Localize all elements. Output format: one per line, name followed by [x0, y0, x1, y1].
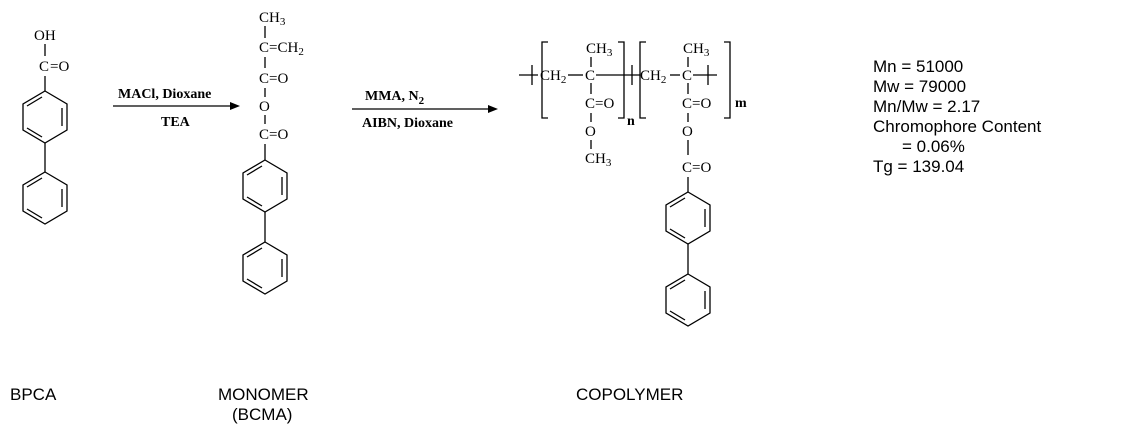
monomer-carbonyl-1: C=O	[259, 71, 288, 87]
label-monomer-abbrev: (BCMA)	[232, 405, 292, 424]
bpca-carbonyl-c: C	[39, 59, 49, 75]
label-monomer: MONOMER	[218, 385, 309, 404]
reaction1-reagents-below: TEA	[161, 115, 191, 130]
property-mn: Mn = 51000	[873, 57, 963, 76]
reaction1-reagents-above: MACl, Dioxane	[118, 87, 211, 102]
bpca-ring-1	[22, 90, 68, 144]
copolymer-methyl-n: CH3	[586, 41, 613, 59]
reaction-arrow-1: MACl, Dioxane TEA	[113, 87, 240, 130]
copolymer-carbonyl-n: C=O	[585, 96, 614, 112]
copolymer-c-m: C	[682, 68, 692, 84]
copolymer-carbonyl-m: C=O	[682, 96, 711, 112]
monomer-carbonyl-2: C=O	[259, 127, 288, 143]
bpca-carbonyl-o: =O	[50, 59, 69, 75]
bracket-m-left	[639, 41, 646, 119]
reaction2-reagents-below: AIBN, Dioxane	[362, 116, 453, 131]
monomer-structure: CH3 C=CH2 C=O O C=O	[242, 10, 304, 295]
copolymer-structure: CH2 C CH2 C n m CH3 C=O O CH3 CH3 C=O	[519, 41, 747, 327]
label-copolymer: COPOLYMER	[576, 385, 683, 404]
reaction-arrow-2: MMA, N2 AIBN, Dioxane	[352, 89, 498, 131]
copolymer-c-n: C	[585, 68, 595, 84]
label-bpca: BPCA	[10, 385, 57, 404]
bpca-structure: OH C =O	[22, 28, 69, 225]
copolymer-ring-2	[665, 273, 711, 327]
property-pdi: Mn/Mw = 2.17	[873, 97, 980, 116]
property-mw: Mw = 79000	[873, 77, 966, 96]
repeat-index-m: m	[735, 96, 747, 111]
bpca-ring-2	[22, 171, 68, 225]
copolymer-ester-methyl: CH3	[585, 151, 612, 169]
monomer-ring-2	[242, 241, 288, 295]
copolymer-methyl-m: CH3	[683, 41, 710, 59]
copolymer-ring-1	[665, 191, 711, 245]
monomer-ring-1	[242, 159, 288, 213]
copolymer-properties: Mn = 51000 Mw = 79000 Mn/Mw = 2.17 Chrom…	[873, 57, 1041, 176]
property-chromophore-value: = 0.06%	[902, 137, 965, 156]
copolymer-ester-o-n: O	[585, 124, 596, 140]
reaction2-reagents-above: MMA, N2	[365, 89, 425, 107]
bracket-n-right	[618, 41, 625, 119]
copolymer-benzoyl-carbonyl: C=O	[682, 160, 711, 176]
copolymer-ch2-n: CH2	[540, 68, 566, 86]
bracket-n-left	[541, 41, 548, 119]
property-tg: Tg = 139.04	[873, 157, 964, 176]
repeat-index-n: n	[627, 114, 635, 129]
bracket-m-right	[724, 41, 731, 119]
monomer-methyl: CH3	[259, 10, 286, 28]
copolymer-ch2-m: CH2	[640, 68, 666, 86]
bpca-oh-label: OH	[34, 28, 56, 44]
property-chromophore-label: Chromophore Content	[873, 117, 1041, 136]
monomer-ester-o: O	[259, 99, 270, 115]
monomer-vinyl: C=CH2	[259, 40, 304, 58]
copolymer-ester-o-m: O	[682, 124, 693, 140]
